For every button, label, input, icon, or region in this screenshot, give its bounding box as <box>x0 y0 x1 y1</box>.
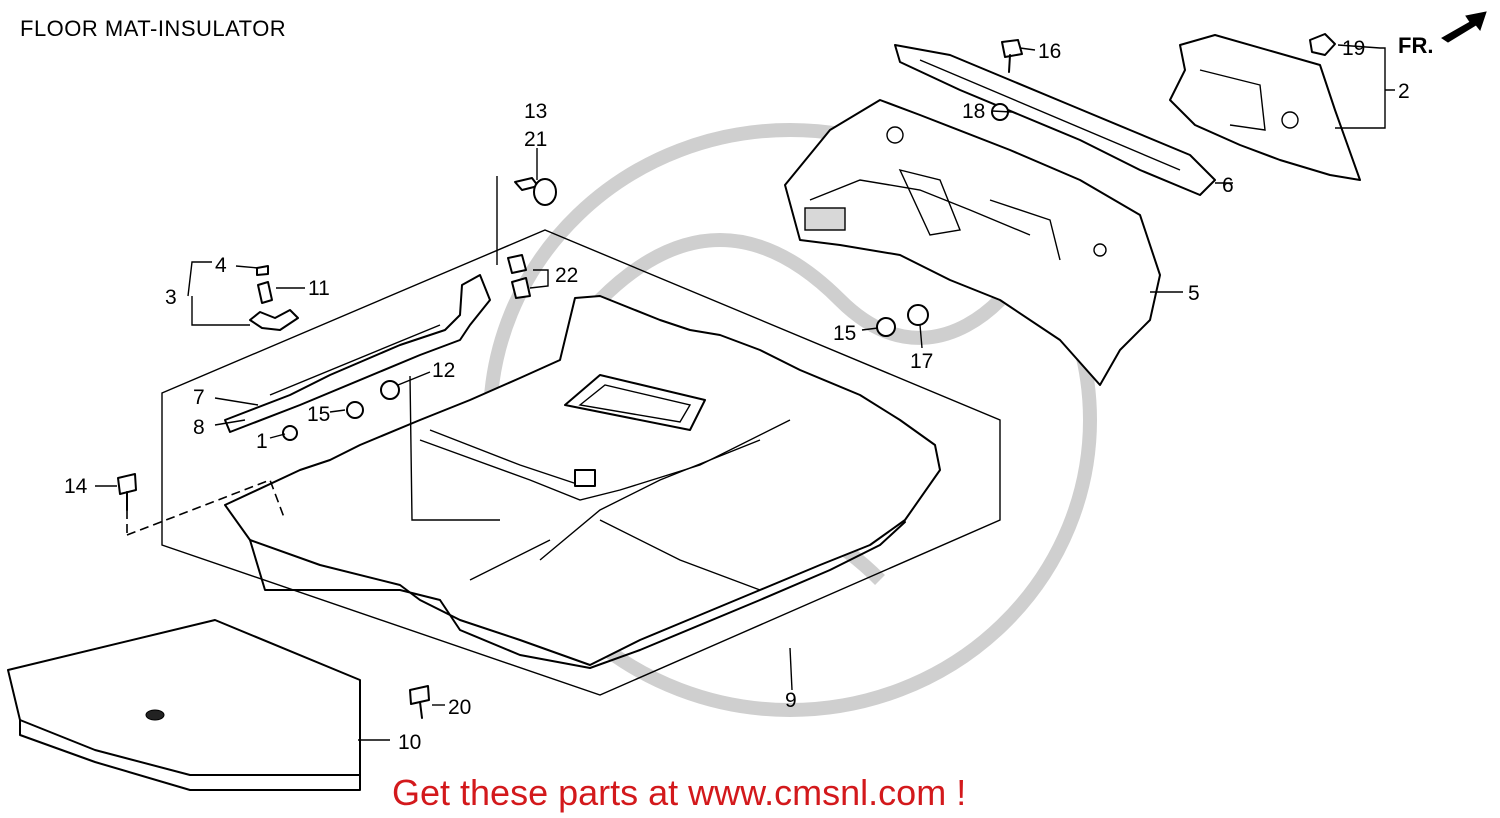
callout-13: 13 <box>524 100 547 123</box>
callout-19: 19 <box>1342 37 1365 60</box>
leader-lines <box>95 44 1395 741</box>
callout-21: 21 <box>524 128 547 151</box>
callout-1: 1 <box>256 430 268 453</box>
sill-trim-part <box>224 274 491 433</box>
callout-22: 22 <box>555 264 578 287</box>
callout-8: 8 <box>193 416 205 439</box>
callout-16: 16 <box>1038 40 1061 63</box>
callout-4: 4 <box>215 254 227 277</box>
callout-20: 20 <box>448 696 471 719</box>
callout-labels: 1 2 3 4 5 6 7 8 9 10 11 12 13 14 15 15 1… <box>64 37 1410 754</box>
callout-3: 3 <box>165 286 177 309</box>
callout-11: 11 <box>308 277 330 300</box>
callout-10: 10 <box>398 731 421 754</box>
callout-15-left: 15 <box>307 403 330 426</box>
front-direction-arrow: FR. <box>1398 11 1487 58</box>
trunk-mat-part <box>7 619 361 791</box>
callout-2: 2 <box>1398 80 1410 103</box>
dashboard-strip-part <box>894 44 1216 196</box>
direction-label: FR. <box>1398 33 1433 58</box>
floor-mat-part <box>564 374 706 431</box>
callout-6: 6 <box>1222 174 1234 197</box>
bracket-part <box>249 265 299 331</box>
page-title: FLOOR MAT-INSULATOR <box>20 16 287 41</box>
callout-14: 14 <box>64 475 88 498</box>
callout-5: 5 <box>1188 282 1200 305</box>
callout-15-right: 15 <box>833 322 856 345</box>
floor-carpet-part <box>224 295 941 669</box>
promo-link[interactable]: Get these parts at www.cmsnl.com ! <box>392 772 967 813</box>
callout-9: 9 <box>785 689 797 712</box>
dash-panel-part <box>1169 34 1361 181</box>
callout-17: 17 <box>910 350 933 373</box>
callout-18: 18 <box>962 100 985 123</box>
callout-12: 12 <box>432 359 455 382</box>
dashboard-insulator-part <box>784 99 1161 386</box>
floor-assembly-box <box>161 229 1001 696</box>
callout-7: 7 <box>193 386 205 409</box>
